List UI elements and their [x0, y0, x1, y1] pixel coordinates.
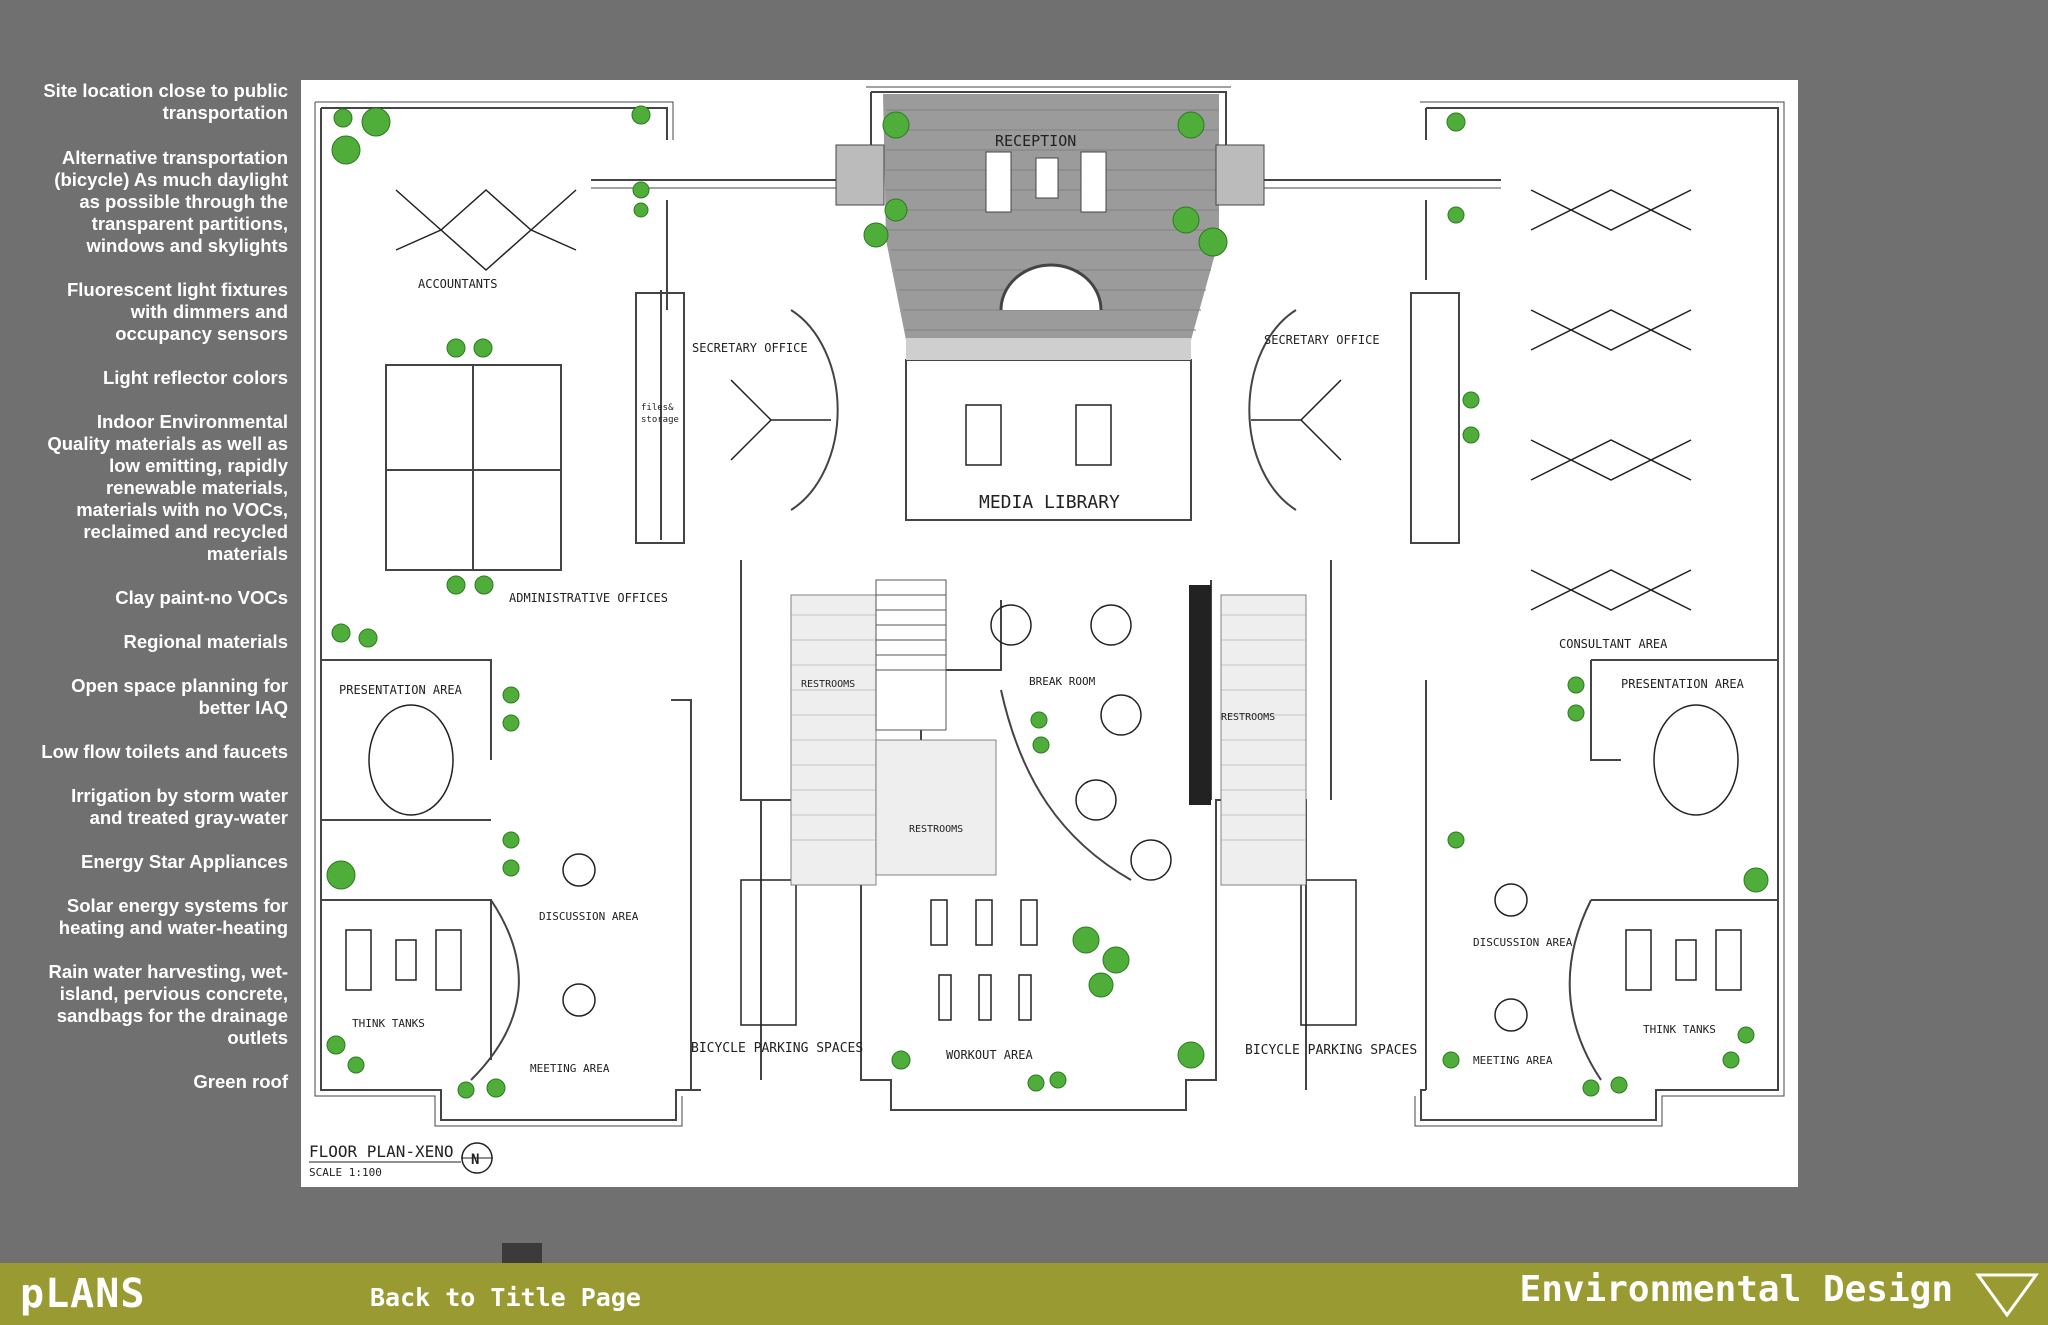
- label-meeting-right: MEETING AREA: [1473, 1054, 1553, 1067]
- label-accountants: ACCOUNTANTS: [418, 277, 497, 291]
- label-discussion-right: DISCUSSION AREA: [1473, 936, 1573, 949]
- triangle-down-icon[interactable]: [1974, 1271, 2040, 1319]
- label-restrooms-right: RESTROOMS: [1221, 712, 1275, 723]
- note-regional-materials: Regional materials: [123, 631, 288, 652]
- sustainability-notes: Site location close to public transporta…: [40, 80, 288, 1115]
- label-storage: storage: [641, 415, 679, 425]
- note-green-roof: Green roof: [193, 1071, 288, 1092]
- plan-title: FLOOR PLAN-XENO: [309, 1142, 454, 1161]
- footer-bar: pLANS Back to Title Page Environmental D…: [0, 1263, 2048, 1325]
- section-title: pLANS: [20, 1271, 146, 1317]
- floor-plan: RECEPTION ACCOUNTANTS SECRETARY OFFICE S…: [301, 80, 1798, 1187]
- label-consultant-area: CONSULTANT AREA: [1559, 637, 1668, 651]
- note-reflector-colors: Light reflector colors: [102, 367, 288, 388]
- north-letter: N: [471, 1152, 479, 1168]
- label-meeting-left: MEETING AREA: [530, 1062, 610, 1075]
- back-to-title-link[interactable]: Back to Title Page: [370, 1283, 641, 1312]
- note-energy-star: Energy Star Appliances: [81, 851, 288, 872]
- plan-scale: SCALE 1:100: [309, 1166, 382, 1179]
- note-lighting: Fluorescent light fixtures with dimmers …: [66, 279, 288, 344]
- label-discussion-left: DISCUSSION AREA: [539, 910, 639, 923]
- plan-title-block: FLOOR PLAN-XENO SCALE 1:100 N: [309, 1142, 493, 1179]
- label-think-tanks-left: THINK TANKS: [352, 1017, 425, 1030]
- label-think-tanks-right: THINK TANKS: [1643, 1023, 1716, 1036]
- course-title: Environmental Design: [1519, 1269, 1953, 1310]
- label-secretary-left: SECRETARY OFFICE: [692, 341, 808, 355]
- label-reception: RECEPTION: [995, 132, 1076, 150]
- note-rain-water: Rain water harvesting, wet-island, pervi…: [48, 961, 288, 1048]
- label-presentation-right: PRESENTATION AREA: [1621, 677, 1745, 691]
- note-open-space: Open space planning for better IAQ: [71, 675, 288, 718]
- note-solar: Solar energy systems for heating and wat…: [58, 895, 288, 938]
- note-ieq-materials: Indoor Environmental Quality materials a…: [47, 411, 288, 564]
- label-break-room: BREAK ROOM: [1029, 675, 1096, 688]
- note-irrigation: Irrigation by storm water and treated gr…: [71, 785, 288, 828]
- floor-plan-drawing: RECEPTION ACCOUNTANTS SECRETARY OFFICE S…: [309, 86, 1785, 1179]
- label-restrooms-center: RESTROOMS: [909, 824, 963, 835]
- label-media-library: MEDIA LIBRARY: [979, 492, 1120, 513]
- label-workout-area: WORKOUT AREA: [946, 1048, 1033, 1062]
- note-low-flow: Low flow toilets and faucets: [41, 741, 288, 762]
- north-arrow-icon: N: [461, 1142, 493, 1174]
- label-secretary-right: SECRETARY OFFICE: [1264, 333, 1380, 347]
- label-files: files&: [641, 403, 674, 413]
- note-transportation: Site location close to public transporta…: [43, 80, 288, 123]
- label-restrooms-left: RESTROOMS: [801, 679, 855, 690]
- note-clay-paint: Clay paint-no VOCs: [115, 587, 288, 608]
- label-bicycle-left: BICYCLE PARKING SPACES: [691, 1041, 863, 1056]
- label-administrative-offices: ADMINISTRATIVE OFFICES: [509, 591, 668, 605]
- label-presentation-left: PRESENTATION AREA: [339, 683, 463, 697]
- note-daylight: Alternative transportation (bicycle) As …: [54, 147, 288, 256]
- label-bicycle-right: BICYCLE PARKING SPACES: [1245, 1043, 1417, 1058]
